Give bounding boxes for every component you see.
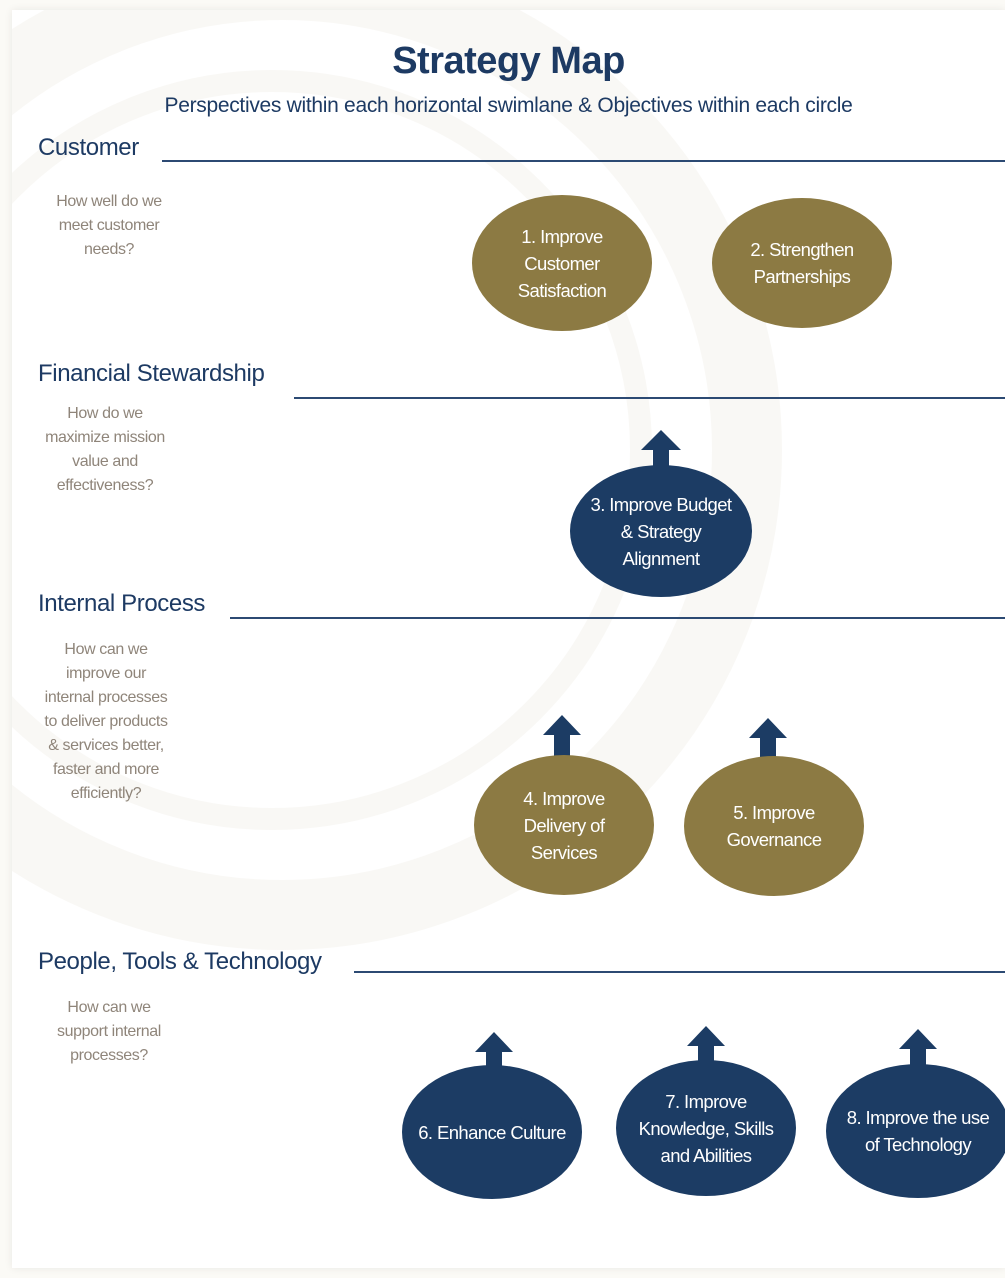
objective-improve-budget-strategy-alignment: 3. Improve Budget & Strategy Alignment	[570, 465, 752, 597]
lane-heading-people-tools-technology: People, Tools & Technology	[38, 948, 322, 975]
lane-heading-customer: Customer	[38, 134, 139, 161]
objective-enhance-culture: 6. Enhance Culture	[402, 1065, 582, 1199]
page-title: Strategy Map	[392, 40, 625, 82]
objective-label: 2. Strengthen Partnerships	[750, 239, 854, 287]
objective-label: 5. Improve Governance	[726, 802, 822, 850]
page-subtitle: Perspectives within each horizontal swim…	[164, 94, 853, 117]
lane-question-financial-stewardship: How do we maximize mission value and eff…	[45, 405, 165, 494]
lane-heading-financial-stewardship: Financial Stewardship	[38, 360, 265, 387]
objective-label: 6. Enhance Culture	[418, 1121, 566, 1143]
arrow-up-icon	[641, 430, 681, 472]
lane-heading-internal-process: Internal Process	[38, 590, 206, 617]
strategy-map-page: Strategy Map Perspectives within each ho…	[12, 10, 1005, 1268]
arrow-up-icon	[475, 1032, 513, 1074]
objective-label: 1. Improve Customer Satisfaction	[517, 225, 607, 301]
arrow-up-icon	[687, 1026, 725, 1068]
objective-label: 3. Improve Budget & Strategy Alignment	[590, 493, 733, 569]
objective-label: 8. Improve the use of Technology	[846, 1107, 990, 1155]
objective-label: 7. Improve Knowledge, Skills and Abiliti…	[638, 1090, 774, 1166]
arrow-up-icon	[899, 1029, 937, 1071]
lane-rule-customer	[162, 160, 1005, 162]
objective-improve-customer-satisfaction: 1. Improve Customer Satisfaction	[472, 195, 652, 331]
objective-improve-knowledge-skills-abilities: 7. Improve Knowledge, Skills and Abiliti…	[616, 1060, 796, 1196]
objective-improve-governance: 5. Improve Governance	[684, 756, 864, 896]
objective-label: 4. Improve Delivery of Services	[523, 787, 605, 863]
lane-rule-financial-stewardship	[294, 397, 1005, 399]
objective-strengthen-partnerships: 2. Strengthen Partnerships	[712, 198, 892, 328]
lane-question-people-tools-technology: How can we support internal processes?	[57, 999, 161, 1064]
objective-improve-delivery-of-services: 4. Improve Delivery of Services	[474, 755, 654, 895]
lane-question-customer: How well do we meet customer needs?	[56, 193, 162, 258]
arrow-up-icon	[749, 718, 787, 760]
lane-question-internal-process: How can we improve our internal processe…	[44, 641, 168, 802]
arrow-up-icon	[543, 715, 581, 757]
lane-rule-people-tools-technology	[354, 971, 1005, 973]
objective-improve-use-of-technology: 8. Improve the use of Technology	[826, 1064, 1005, 1198]
lane-rule-internal-process	[230, 617, 1005, 619]
